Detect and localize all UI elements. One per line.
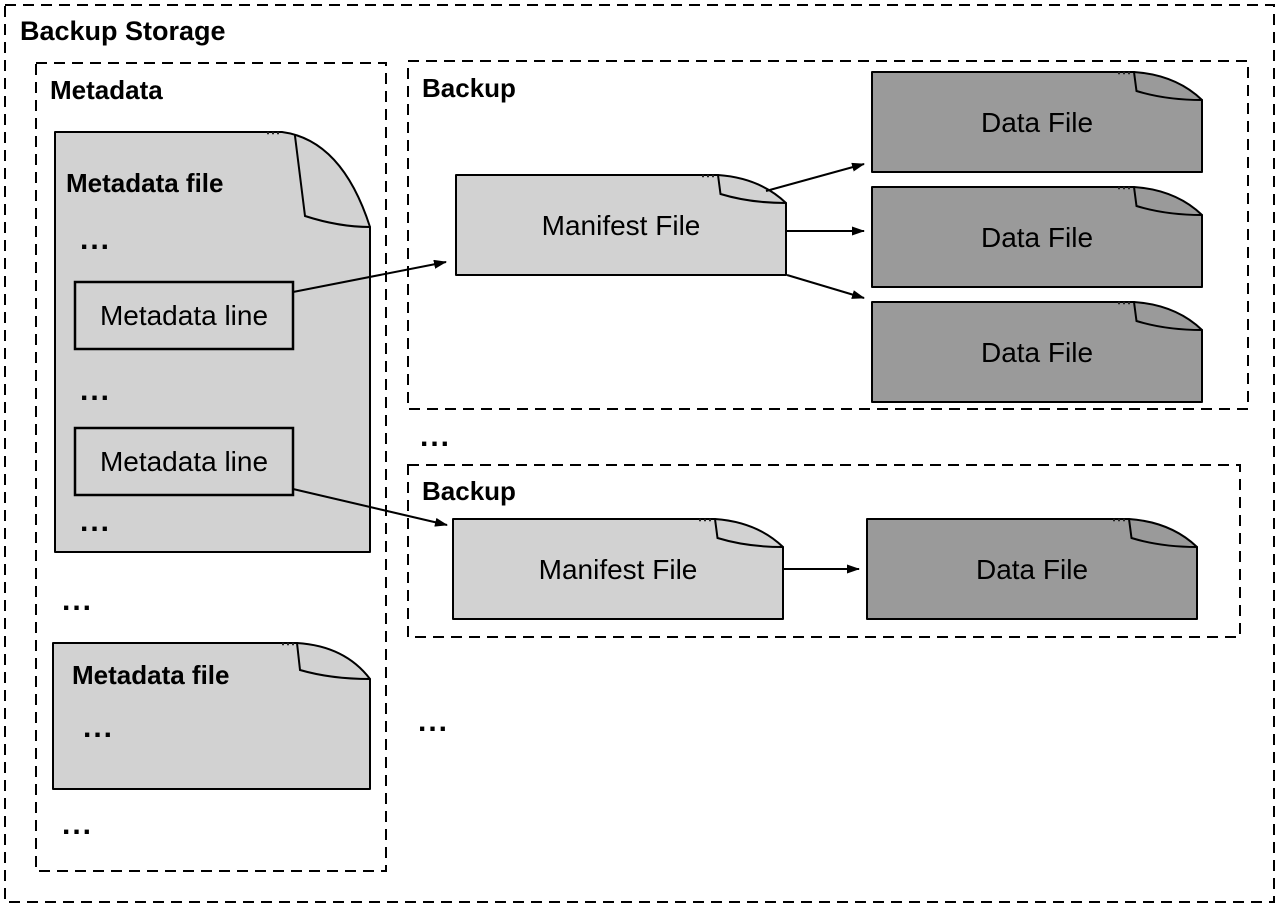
fold-corner-icon — [1133, 186, 1203, 216]
metadata-file-bottom-shape — [52, 642, 371, 790]
ellipsis: ... — [83, 711, 114, 744]
arrow-metadataline2-to-manifest2 — [292, 488, 448, 527]
fold-corner-icon — [1133, 301, 1203, 331]
arrow-manifest1-to-datafile3 — [786, 274, 865, 299]
metadata-file-top-title: Metadata file — [66, 168, 224, 198]
ellipsis: ... — [80, 374, 111, 407]
ellipsis: ... — [420, 420, 451, 453]
metadata-line-box-2 — [73, 426, 295, 497]
metadata-file-bottom-title: Metadata file — [72, 660, 230, 690]
metadata-line-2-label: Metadata line — [100, 446, 268, 477]
data-file-1-doc — [871, 71, 1203, 173]
ellipsis: ... — [62, 808, 93, 841]
manifest-file-2-label: Manifest File — [539, 554, 698, 585]
ellipsis: ... — [62, 584, 93, 617]
data-file-4-doc — [866, 518, 1198, 620]
backup-2-container — [407, 464, 1241, 638]
metadata-line-box-1 — [73, 280, 295, 351]
metadata-line-1-label: Metadata line — [100, 300, 268, 331]
arrow-manifest1-to-datafile1 — [765, 162, 865, 192]
fold-corner-icon — [1133, 71, 1203, 101]
arrow-metadataline1-to-manifest1 — [292, 259, 447, 293]
fold-corner-icon — [294, 135, 371, 228]
fold-corner-icon — [1128, 518, 1198, 548]
data-file-2-doc — [871, 186, 1203, 288]
data-file-4-shape — [866, 518, 1198, 620]
manifest-file-2-shape — [452, 518, 784, 620]
data-file-1-label: Data File — [981, 107, 1093, 138]
data-file-3-doc — [871, 301, 1203, 403]
manifest-file-1-doc — [455, 174, 787, 276]
data-file-4-label: Data File — [976, 554, 1088, 585]
data-file-1-shape — [871, 71, 1203, 173]
backup-storage-container — [4, 4, 1275, 903]
data-file-3-label: Data File — [981, 337, 1093, 368]
ellipsis: ... — [80, 505, 111, 538]
fold-corner-icon — [714, 518, 784, 548]
data-file-2-label: Data File — [981, 222, 1093, 253]
metadata-file-bottom-doc — [52, 642, 371, 790]
backup-2-label: Backup — [422, 476, 516, 506]
ellipsis: ... — [80, 223, 111, 256]
metadata-container — [35, 62, 387, 872]
manifest-file-1-shape — [455, 174, 787, 276]
manifest-file-2-doc — [452, 518, 784, 620]
data-file-2-shape — [871, 186, 1203, 288]
backup-storage-label: Backup Storage — [20, 16, 226, 46]
metadata-label: Metadata — [50, 75, 163, 105]
manifest-file-1-label: Manifest File — [542, 210, 701, 241]
backup-1-label: Backup — [422, 73, 516, 103]
fold-corner-icon — [296, 642, 371, 680]
ellipsis: ... — [418, 705, 449, 738]
data-file-3-shape — [871, 301, 1203, 403]
fold-corner-icon — [717, 174, 787, 204]
backup-1-container — [407, 60, 1249, 410]
